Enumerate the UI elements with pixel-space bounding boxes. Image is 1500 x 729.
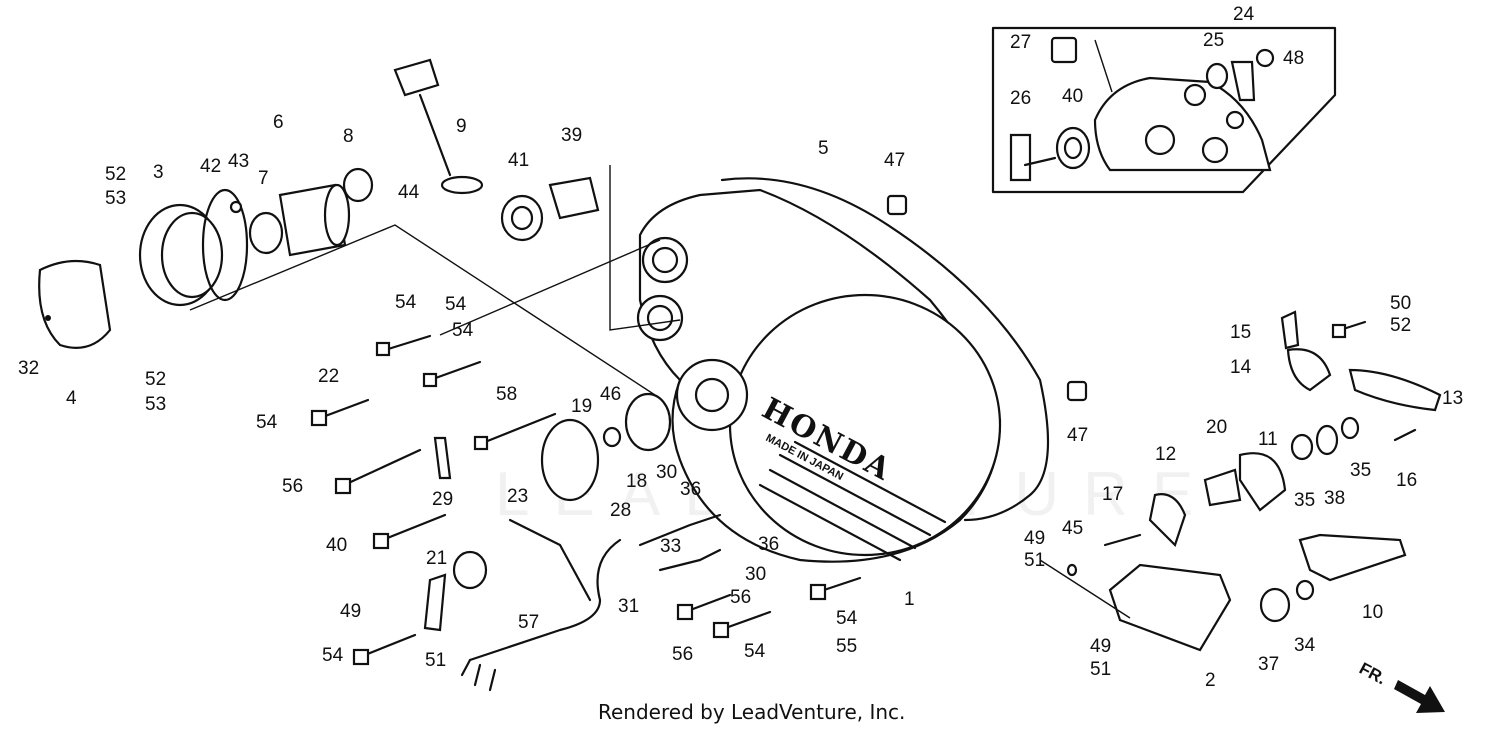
callout-label: 44 (398, 182, 420, 203)
callout-label: 9 (456, 116, 467, 137)
callout-label: 54 (836, 608, 858, 629)
callout-label: 22 (318, 366, 339, 387)
callout-label: 1 (904, 589, 915, 610)
callout-label: 36 (758, 534, 779, 555)
callout-label: 49 (1024, 528, 1045, 549)
callout-label: 52 (105, 164, 126, 185)
callout-label: 50 (1390, 293, 1411, 314)
bolts-left (310, 320, 1367, 666)
callout-label: 31 (618, 596, 639, 617)
callout-label: 32 (18, 358, 39, 379)
callout-label: 39 (561, 125, 582, 146)
callout-label: 52 (1390, 315, 1411, 336)
callout-label: 51 (425, 650, 446, 671)
callout-label: 58 (496, 384, 517, 405)
plate (540, 418, 600, 502)
callout-label: 7 (258, 168, 269, 189)
callout-label: 21 (426, 548, 447, 569)
callout-label: 13 (1442, 388, 1463, 409)
callout-label: 54 (256, 412, 278, 433)
callout-label: 54 (445, 294, 467, 315)
callout-label: 53 (145, 394, 166, 415)
callout-label: 35 (1294, 490, 1315, 511)
callout-label: 19 (571, 396, 592, 417)
callout-label: 34 (1294, 635, 1316, 656)
callout-label: 52 (145, 369, 166, 390)
callout-label: 49 (1090, 636, 1111, 657)
callout-label: 56 (282, 476, 303, 497)
callout-label: 30 (656, 462, 677, 483)
callout-label: 38 (1324, 488, 1345, 509)
needle-bearing (548, 176, 600, 220)
callout-label: 55 (836, 636, 857, 657)
callout-label: 51 (1090, 659, 1111, 680)
callout-label: 18 (626, 471, 647, 492)
wire-harness (423, 436, 722, 692)
callout-label: 33 (660, 536, 681, 557)
callout-label: 17 (1102, 484, 1123, 505)
inset-detail (991, 26, 1337, 194)
front-direction-arrow: FR. (1356, 659, 1445, 713)
callout-label: 30 (745, 564, 766, 585)
callout-label: 49 (340, 601, 361, 622)
cover-gasket (720, 177, 1050, 522)
callout-label: 48 (1283, 48, 1304, 69)
callout-label: 11 (1258, 429, 1278, 450)
callout-label: 28 (610, 500, 631, 521)
callout-label: 42 (200, 156, 221, 177)
callout-label: 37 (1258, 654, 1279, 675)
callout-label: 54 (452, 320, 474, 341)
callout-label: 10 (1362, 602, 1383, 623)
plate (624, 392, 672, 452)
callout-label: 47 (884, 150, 905, 171)
callout-label: 5 (818, 138, 829, 159)
callout-label: 8 (343, 126, 354, 147)
callout-label: 54 (322, 645, 344, 666)
svg-text:FR.: FR. (1356, 659, 1389, 689)
dowel-pin (886, 194, 908, 216)
callout-label: 56 (672, 644, 693, 665)
credit-line: Rendered by LeadVenture, Inc. (598, 700, 905, 724)
callout-label: 27 (1010, 32, 1031, 53)
callout-label: 3 (153, 162, 164, 183)
callout-label: 56 (730, 587, 751, 608)
callout-label: 12 (1155, 444, 1176, 465)
callout-label: 2 (1205, 670, 1216, 691)
callout-label: 25 (1203, 30, 1224, 51)
bearing-bore (510, 205, 534, 231)
callout-label: 41 (508, 150, 529, 171)
callout-labels: 52 53 3 42 43 6 7 8 9 44 41 39 5 47 27 2… (18, 4, 1463, 691)
right-crankcase-cover: HONDA MADE IN JAPAN (636, 188, 1002, 563)
callout-label: 35 (1350, 460, 1371, 481)
callout-label: 36 (680, 479, 701, 500)
oil-filter-assembly (38, 58, 484, 349)
callout-label: 23 (507, 486, 528, 507)
callout-label: 54 (395, 292, 417, 313)
callout-label: 40 (326, 535, 347, 556)
nut (602, 426, 622, 448)
callout-label: 16 (1396, 470, 1417, 491)
callout-label: 43 (228, 151, 249, 172)
callout-label: 26 (1010, 88, 1031, 109)
callout-label: 20 (1206, 417, 1227, 438)
callout-label: 40 (1062, 86, 1083, 107)
callout-label: 51 (1024, 550, 1045, 571)
callout-label: 47 (1067, 425, 1088, 446)
callout-label: 14 (1230, 357, 1252, 378)
callout-label: 29 (432, 489, 453, 510)
callout-label: 15 (1230, 322, 1251, 343)
callout-label: 46 (600, 384, 621, 405)
callout-label: 53 (105, 188, 126, 209)
dowel-pin (1066, 380, 1088, 402)
gearshift-parts (1039, 310, 1442, 652)
callout-label: 24 (1233, 4, 1255, 25)
callout-label: 6 (273, 112, 284, 133)
callout-label: 4 (66, 388, 77, 409)
callout-label: 45 (1062, 518, 1083, 539)
callout-label: 57 (518, 612, 539, 633)
callout-label: 54 (744, 641, 766, 662)
